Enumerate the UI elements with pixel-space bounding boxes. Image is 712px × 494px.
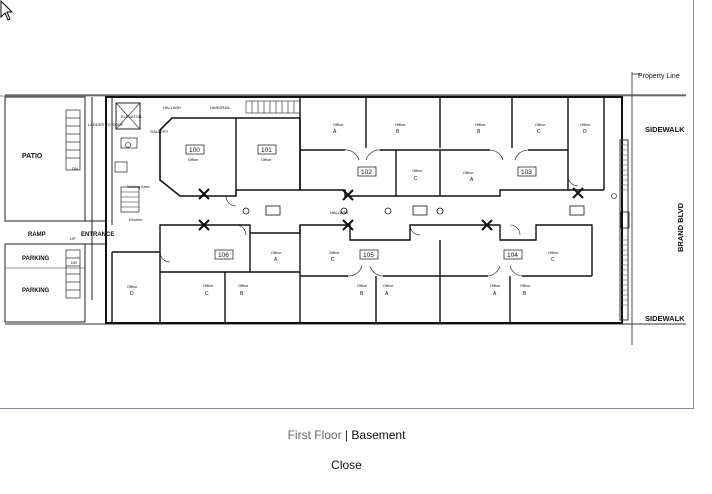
room-101-number: 101 bbox=[261, 147, 272, 154]
hallway-top-label: HALLWAY bbox=[163, 105, 182, 110]
office-104-b-letter: B bbox=[523, 291, 527, 297]
office-103-c-letter: C bbox=[537, 129, 541, 135]
building-outline bbox=[105, 96, 623, 324]
office-105-b-letter: B bbox=[360, 291, 364, 297]
office-102-c-letter: C bbox=[414, 176, 418, 182]
office-104-c-label: Office bbox=[548, 250, 559, 255]
sidewalk-top-label: SIDEWALK bbox=[645, 125, 685, 134]
ramp-up-label: UP bbox=[70, 236, 76, 241]
room-100-number: 100 bbox=[189, 147, 200, 154]
office-106-d-label: Office bbox=[127, 284, 138, 289]
elevator-label: ELEVATOR bbox=[121, 114, 142, 119]
entrance-label: ENTRANCE bbox=[81, 232, 114, 238]
room-106-number: 106 bbox=[218, 252, 229, 259]
office-102-b-label: Office bbox=[395, 122, 406, 127]
room-105-number: 105 bbox=[363, 252, 374, 259]
elevator-shaft bbox=[115, 102, 141, 130]
office-103-a-letter: A bbox=[470, 177, 474, 183]
room-102-number: 102 bbox=[361, 169, 372, 176]
floor-separator: | bbox=[344, 428, 349, 442]
handrail-label: HANDRAIL bbox=[210, 105, 231, 110]
office-103-c-label: Office bbox=[535, 122, 546, 127]
parking-label-upper: PARKING bbox=[22, 256, 50, 262]
room-103-number: 103 bbox=[521, 169, 532, 176]
office-103-d-label: Office bbox=[580, 122, 591, 127]
floorplan-viewer: Property Line bbox=[0, 0, 694, 409]
close-button[interactable]: Close bbox=[331, 458, 362, 472]
patio-label: PATIO bbox=[22, 153, 43, 160]
floor-selector: First Floor | Basement bbox=[0, 428, 693, 442]
stair-dn-label: DN bbox=[72, 166, 78, 171]
office-104-b-label: Office bbox=[520, 283, 531, 288]
office-105-c-letter: C bbox=[331, 257, 335, 263]
basement-link[interactable]: Basement bbox=[351, 428, 406, 442]
street-label: BRAND BLVD bbox=[676, 202, 685, 252]
suite-100-101-walls bbox=[159, 117, 301, 197]
mouse-cursor-icon bbox=[0, 0, 14, 21]
property-line-label: Property Line bbox=[638, 73, 680, 80]
office-102-a-letter: A bbox=[333, 129, 337, 135]
office-105-a-letter: A bbox=[385, 291, 389, 297]
parking-label-lower: PARKING bbox=[22, 288, 50, 294]
sidewalk-bottom-label: SIDEWALK bbox=[645, 314, 685, 323]
stair-dn-label-2: DN bbox=[71, 260, 77, 265]
office-106-a-letter: A bbox=[274, 257, 278, 263]
hallway-mid-label: HALLWAY bbox=[330, 210, 349, 215]
office-102-c-label: Office bbox=[412, 168, 423, 173]
office-106-c-letter: C bbox=[205, 291, 209, 297]
first-floor-link[interactable]: First Floor bbox=[287, 428, 342, 442]
office-106-b-letter: B bbox=[240, 291, 244, 297]
office-104-a-letter: A bbox=[493, 291, 497, 297]
office-106-d-letter: D bbox=[130, 291, 134, 297]
office-105-a-label: Office bbox=[383, 283, 394, 288]
office-103-d-letter: D bbox=[583, 129, 587, 135]
office-103-a-label: Office bbox=[463, 170, 474, 175]
office-103-b-letter: B bbox=[477, 129, 481, 135]
floorplan-drawing: Property Line bbox=[0, 72, 686, 345]
room-100-office: Office bbox=[188, 157, 199, 162]
office-102-b-letter: B bbox=[396, 129, 400, 135]
ladder-label: LADDER TO ROOF bbox=[88, 122, 124, 127]
office-104-a-label: Office bbox=[490, 283, 501, 288]
ramp-label: RAMP bbox=[28, 232, 46, 238]
room-101-office: Office bbox=[261, 157, 272, 162]
office-104-c-letter: C bbox=[551, 257, 555, 263]
office-105-c-label: Office bbox=[329, 250, 340, 255]
office-103-b-label: Office bbox=[475, 122, 486, 127]
office-106-c-label: Office bbox=[203, 283, 214, 288]
waiting-area-label: Waiting Area bbox=[127, 184, 150, 189]
office-105-b-label: Office bbox=[357, 283, 368, 288]
office-102-a-label: Office bbox=[333, 122, 344, 127]
office-106-a-label: Office bbox=[271, 250, 282, 255]
room-104-number: 104 bbox=[507, 252, 518, 259]
kitchen-label: Kitchen bbox=[129, 217, 142, 222]
office-106-b-label: Office bbox=[238, 283, 249, 288]
